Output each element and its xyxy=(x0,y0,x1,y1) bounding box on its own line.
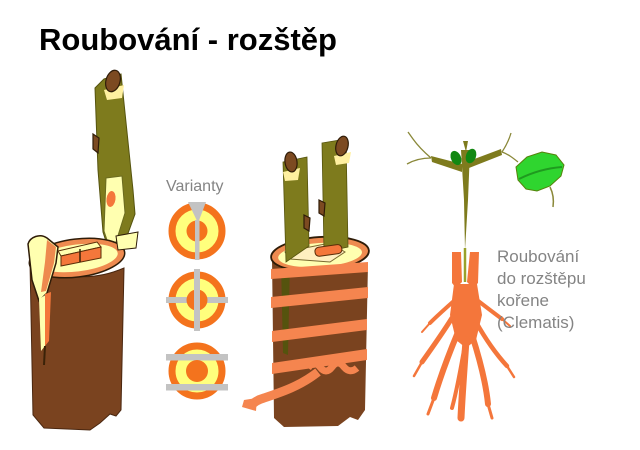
scion-stem xyxy=(461,150,470,250)
left-scion xyxy=(282,156,310,263)
split-crack xyxy=(43,345,46,366)
right-scion-bud xyxy=(335,135,349,157)
variant-double-cleft-icon xyxy=(166,342,228,400)
left-scion-side-bud xyxy=(303,214,311,233)
scion-wedge-cross-section xyxy=(314,244,343,257)
bark-flap-inner-edge xyxy=(41,240,56,292)
caption-line-3: kořene xyxy=(497,291,549,310)
green-bud-right xyxy=(465,148,477,164)
scion-pith-spot xyxy=(106,191,116,207)
variants-label: Varianty xyxy=(166,178,224,195)
raffia-binding xyxy=(242,262,368,411)
root-system xyxy=(412,252,516,422)
leaf-fold-line xyxy=(518,166,563,180)
binding-knot xyxy=(305,359,360,375)
cut-chip xyxy=(115,231,139,251)
variant-single-cleft-icon xyxy=(168,202,226,260)
right-tendrils xyxy=(501,132,519,163)
clematis-root-graft-illustration xyxy=(406,131,565,422)
scion-side-bud xyxy=(92,132,100,155)
left-scion-collar xyxy=(283,168,300,181)
cleft-graft-single-illustration xyxy=(27,69,139,431)
green-bud-left xyxy=(450,150,462,166)
caption-line-4: (Clematis) xyxy=(497,313,575,332)
cleft-opening-front-face xyxy=(60,246,102,267)
root-cleft-prong-left xyxy=(452,252,462,288)
caption-line-1: Roubování xyxy=(497,247,580,266)
variant-cross-sections xyxy=(166,202,228,400)
stem-top-spike xyxy=(463,141,468,152)
binding-end-tip xyxy=(242,398,257,411)
scion-top-bud xyxy=(105,69,121,93)
left-tendrils xyxy=(406,131,432,165)
left-branch xyxy=(431,156,462,172)
split-strip-orange xyxy=(45,292,51,346)
variant-cross-cleft-icon xyxy=(166,269,228,331)
cleft-graft-bound-illustration xyxy=(242,135,370,427)
right-branch xyxy=(469,149,502,168)
caption-line-2: do rozštěpu xyxy=(497,269,586,288)
left-scion-bud xyxy=(284,151,298,173)
slide-title: Roubování - rozštěp xyxy=(39,22,337,57)
right-scion-side-bud xyxy=(318,199,326,218)
leaf-tail xyxy=(549,186,555,208)
root-cleft-prong-right xyxy=(467,252,479,288)
clematis-caption: Roubování do rozštěpu kořene (Clematis) xyxy=(497,246,586,334)
